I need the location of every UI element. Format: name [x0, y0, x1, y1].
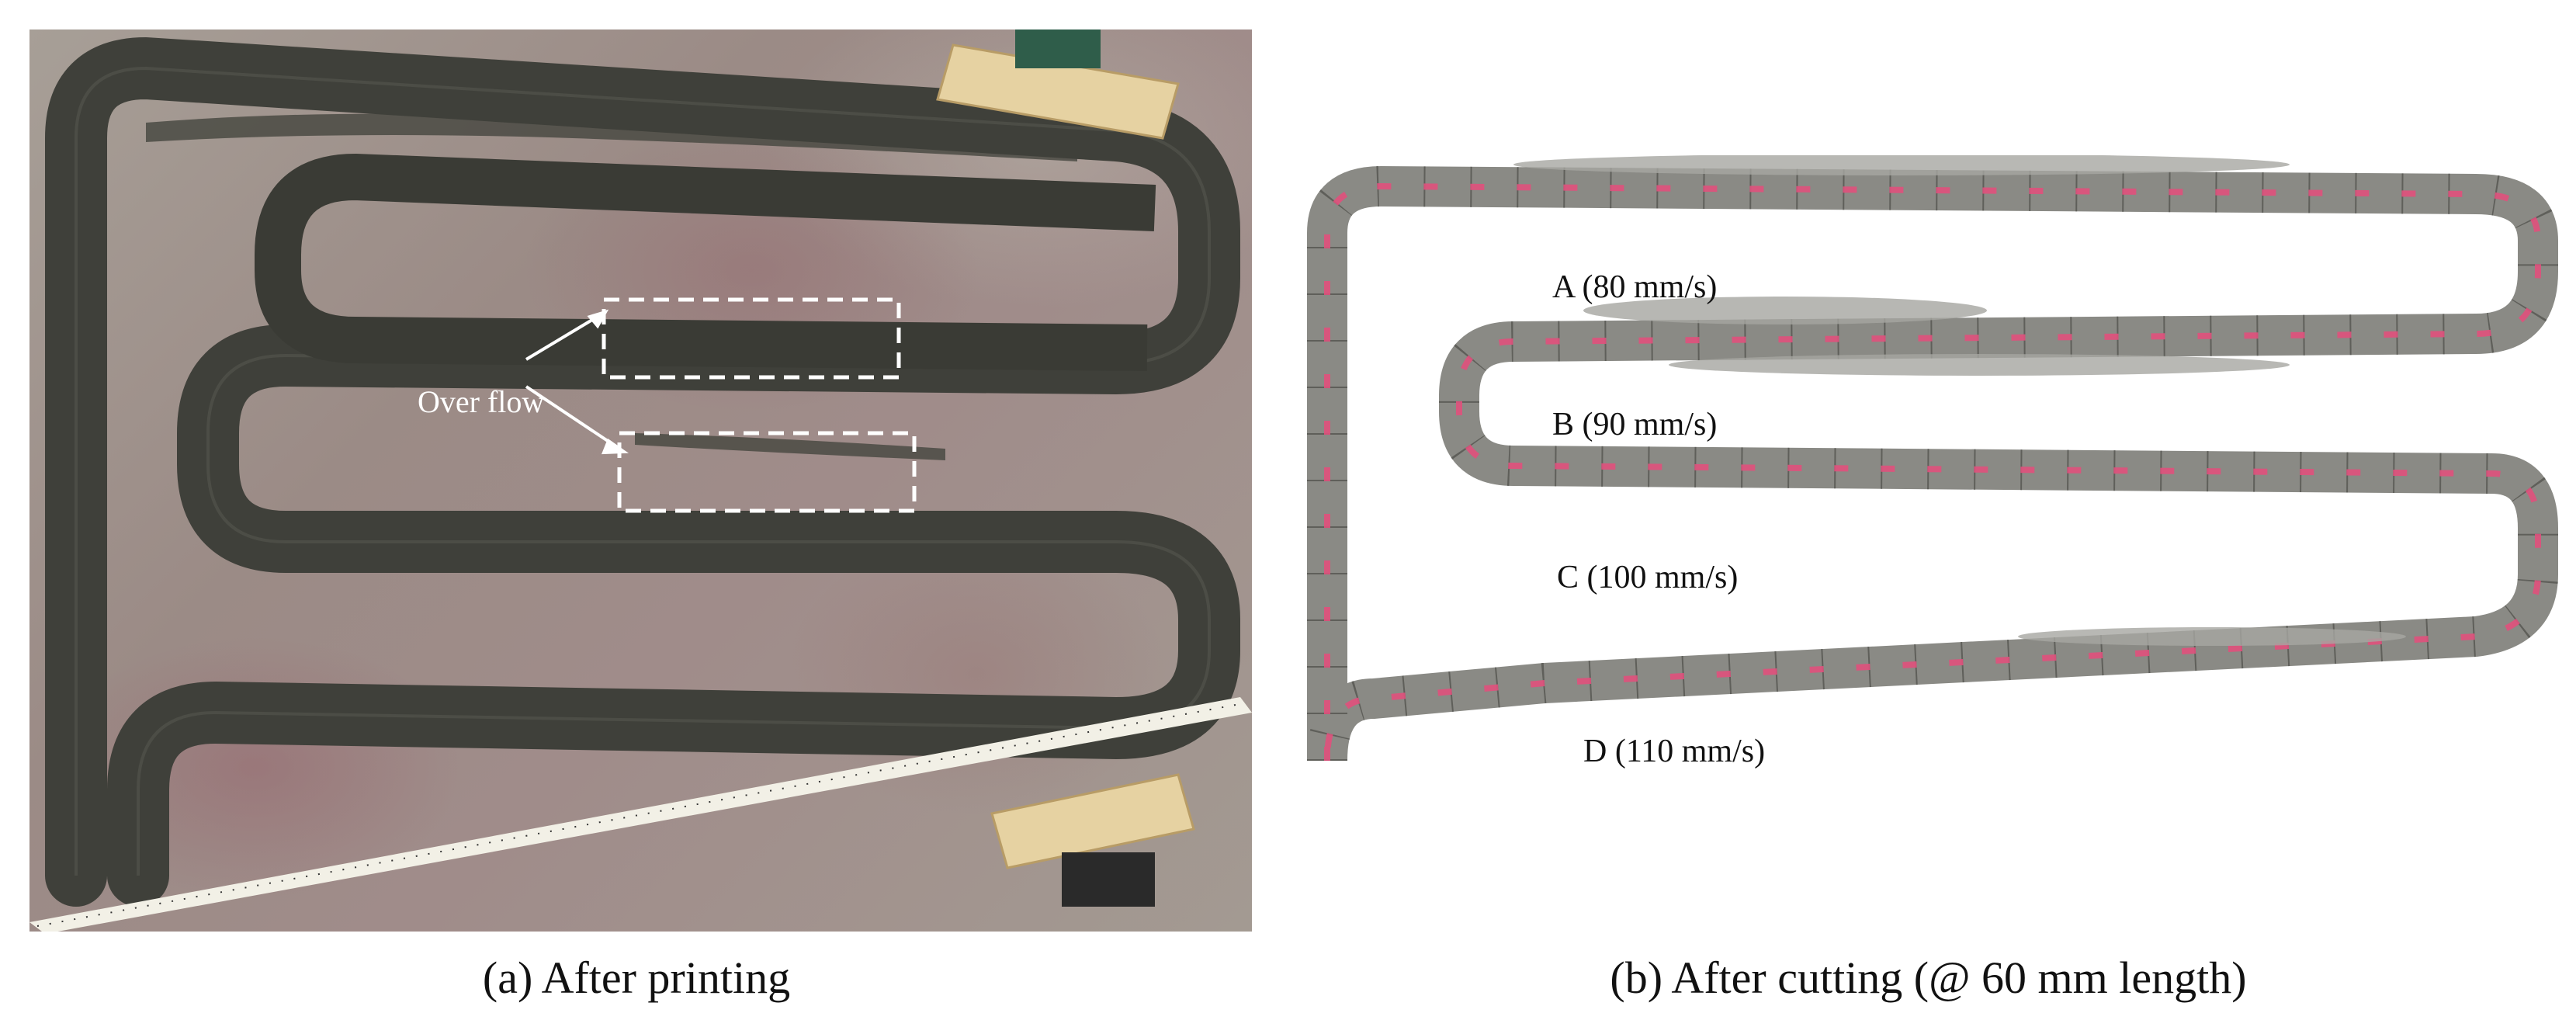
overflow-box-top	[602, 297, 901, 380]
printed-path-drawing	[29, 29, 1252, 932]
panel-after-printing: Over flow (a) After printing	[0, 0, 1273, 1027]
panel-after-cutting: A (80 mm/s) B (90 mm/s) C (100 mm/s) D (…	[1281, 0, 2576, 1027]
overflow-blobs	[1513, 155, 2406, 646]
cut-path-drawing	[1307, 155, 2558, 762]
caption-after-printing: (a) After printing	[482, 952, 791, 1003]
speed-label-b: B (90 mm/s)	[1552, 407, 1718, 442]
overflow-annotation: Over flow	[418, 384, 545, 419]
wood-block-bottom	[990, 773, 1195, 907]
printed-path-inner	[255, 154, 1156, 371]
measuring-tape	[29, 697, 1252, 932]
cut-specimen-photo	[1281, 155, 2576, 800]
wood-block-top	[936, 29, 1180, 140]
caption-after-cutting: (b) After cutting (@ 60 mm length)	[1610, 952, 2247, 1003]
speed-label-c: C (100 mm/s)	[1557, 560, 1739, 595]
cut-path	[1307, 166, 2558, 762]
overflow-box-bottom	[617, 431, 917, 513]
printed-specimen-photo: Over flow	[29, 29, 1252, 932]
overflow-arrows	[525, 309, 629, 455]
speed-label-d: D (110 mm/s)	[1583, 734, 1766, 769]
speed-label-a: A (80 mm/s)	[1552, 269, 1718, 305]
